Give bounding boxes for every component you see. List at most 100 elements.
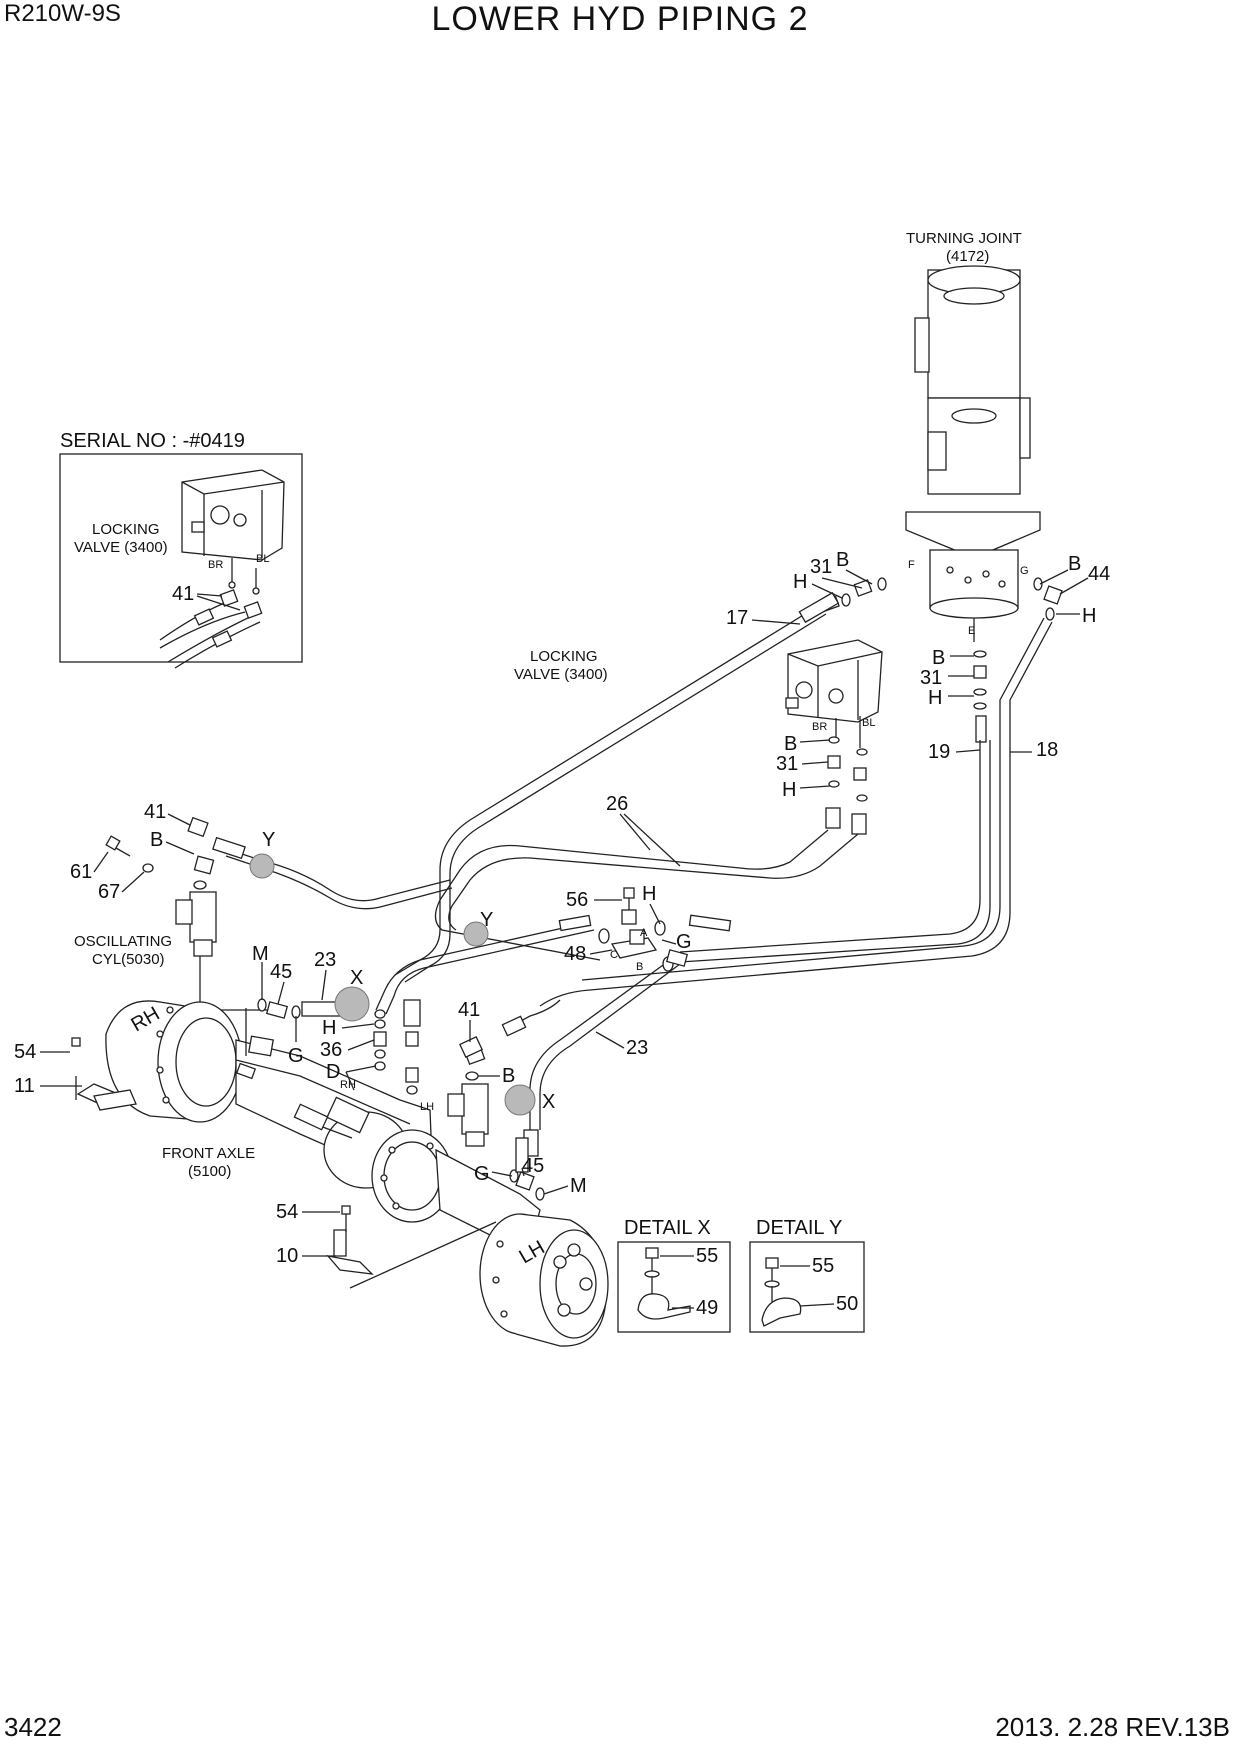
callout-23-b: 23 <box>626 1037 648 1059</box>
callout-18: 18 <box>1036 739 1058 761</box>
callout-d: D <box>326 1061 340 1083</box>
callout-m-2: M <box>570 1175 587 1197</box>
tee-port-c: C <box>610 949 618 961</box>
revision-date: 2013. 2.28 REV.13B <box>995 1712 1230 1742</box>
osc-cyl-label-1: OSCILLATING <box>74 933 172 950</box>
callout-36: 36 <box>320 1039 342 1061</box>
inset-serial-label: SERIAL NO : -#0419 <box>60 430 245 452</box>
inset-locking-valve <box>181 469 285 561</box>
axle-port-rh: RH <box>340 1079 356 1091</box>
tee-port-b: B <box>636 961 643 973</box>
callout-11: 11 <box>14 1075 35 1097</box>
callout-44: 44 <box>1088 563 1110 585</box>
oscillating-cylinder-rh: OSCILLATING CYL(5030) <box>74 855 280 1011</box>
oscillating-cylinder-lh <box>447 1040 539 1157</box>
turning-joint: TURNING JOINT (4172) F G E <box>905 230 1041 642</box>
callout-31-a: 31 <box>810 556 832 578</box>
turning-joint-port-f: F <box>908 559 915 571</box>
callout-61: 61 <box>70 861 92 883</box>
detail-y-part-50: 50 <box>836 1293 858 1315</box>
detail-x-part-49: 49 <box>696 1297 718 1319</box>
callout-67: 67 <box>98 881 120 903</box>
callout-b-f: B <box>502 1065 515 1087</box>
detail-x: DETAIL X 55 49 <box>617 1217 731 1333</box>
callout-g-b: G <box>288 1045 304 1067</box>
inset-port-bl: BL <box>256 553 269 565</box>
tee-48: A B C <box>598 887 689 973</box>
detail-y-marker-1 <box>249 853 275 879</box>
detail-x-marker-1 <box>334 986 370 1022</box>
callout-b-a: B <box>836 549 849 571</box>
callout-23-a: 23 <box>314 949 336 971</box>
callout-17: 17 <box>726 607 748 629</box>
callout-19: 19 <box>928 741 950 763</box>
inset-valve-label-1: LOCKING <box>92 521 160 538</box>
callout-x-a: X <box>350 967 363 989</box>
callout-h-b: H <box>1082 605 1096 627</box>
callout-45-b: 45 <box>522 1155 544 1177</box>
locking-valve-port-br: BR <box>812 721 827 733</box>
callout-48: 48 <box>564 943 586 965</box>
inset-valve-label-2: VALVE (3400) <box>74 539 168 556</box>
callout-y-b: Y <box>480 909 493 931</box>
detail-y-part-55: 55 <box>812 1255 834 1277</box>
callout-m-1: M <box>252 943 269 965</box>
detail-x-title: DETAIL X <box>624 1217 711 1239</box>
callout-h-c: H <box>928 687 942 709</box>
tee-port-a: A <box>640 927 648 939</box>
detail-y-title: DETAIL Y <box>756 1217 842 1239</box>
turning-joint-label-2: (4172) <box>946 248 989 265</box>
inset-serial-box: SERIAL NO : -#0419 LOCKING VALVE (3400) … <box>59 430 303 669</box>
axle-port-lh: LH <box>420 1101 434 1113</box>
detail-x-part-55: 55 <box>696 1245 718 1267</box>
turning-joint-port-g: G <box>1020 565 1029 577</box>
callout-54-b: 54 <box>276 1201 298 1223</box>
inset-callout-41: 41 <box>172 583 194 605</box>
locking-valve: LOCKING VALVE (3400) BR BL <box>514 639 883 748</box>
callout-56: 56 <box>566 889 588 911</box>
locking-valve-label-2: VALVE (3400) <box>514 666 608 683</box>
model-number: R210W-9S <box>4 0 121 27</box>
page-number: 3422 <box>4 1712 62 1742</box>
inset-port-br: BR <box>208 559 223 571</box>
hydraulic-lines <box>212 591 1053 1130</box>
turning-joint-fittings <box>814 577 1063 835</box>
callout-h-a: H <box>793 571 807 593</box>
callout-g-a: G <box>676 931 692 953</box>
callout-41-a: 41 <box>144 801 166 823</box>
callout-y-a: Y <box>262 829 275 851</box>
detail-y: DETAIL Y 55 50 <box>749 1217 865 1333</box>
callout-41-b: 41 <box>458 999 480 1021</box>
bolt-61 <box>105 835 154 873</box>
osc-cyl-label-2: CYL(5030) <box>92 951 165 968</box>
front-axle: RH LH RH LH FRONT AXLE (5100) <box>105 1000 609 1347</box>
callout-45-a: 45 <box>270 961 292 983</box>
callout-b-d: B <box>784 733 797 755</box>
callout-31-c: 31 <box>776 753 798 775</box>
callout-10: 10 <box>276 1245 298 1267</box>
callout-b-e: B <box>150 829 163 851</box>
bracket-11 <box>71 1037 137 1111</box>
front-axle-label-2: (5100) <box>188 1163 231 1180</box>
callout-x-b: X <box>542 1091 555 1113</box>
page-title: LOWER HYD PIPING 2 <box>431 0 809 38</box>
turning-joint-label-1: TURNING JOINT <box>906 230 1022 247</box>
locking-valve-label-1: LOCKING <box>530 648 598 665</box>
callout-h-e: H <box>642 883 656 905</box>
detail-x-marker-2 <box>504 1084 536 1116</box>
callouts: 31 B H B 44 H 17 B 31 H 19 18 B 31 H 26 … <box>14 549 1110 1267</box>
callout-31-b: 31 <box>920 667 942 689</box>
locking-valve-port-bl: BL <box>862 717 875 729</box>
turning-joint-port-e: E <box>968 625 975 637</box>
bracket-10 <box>326 1205 374 1275</box>
callout-h-f: H <box>322 1017 336 1039</box>
callout-b-c: B <box>932 647 945 669</box>
callout-b-b: B <box>1068 553 1081 575</box>
front-axle-label-1: FRONT AXLE <box>162 1145 255 1162</box>
detail-y-marker-2 <box>463 921 489 947</box>
callout-g-c: G <box>474 1163 490 1185</box>
callout-54-a: 54 <box>14 1041 36 1063</box>
callout-26: 26 <box>606 793 628 815</box>
callout-h-d: H <box>782 779 796 801</box>
